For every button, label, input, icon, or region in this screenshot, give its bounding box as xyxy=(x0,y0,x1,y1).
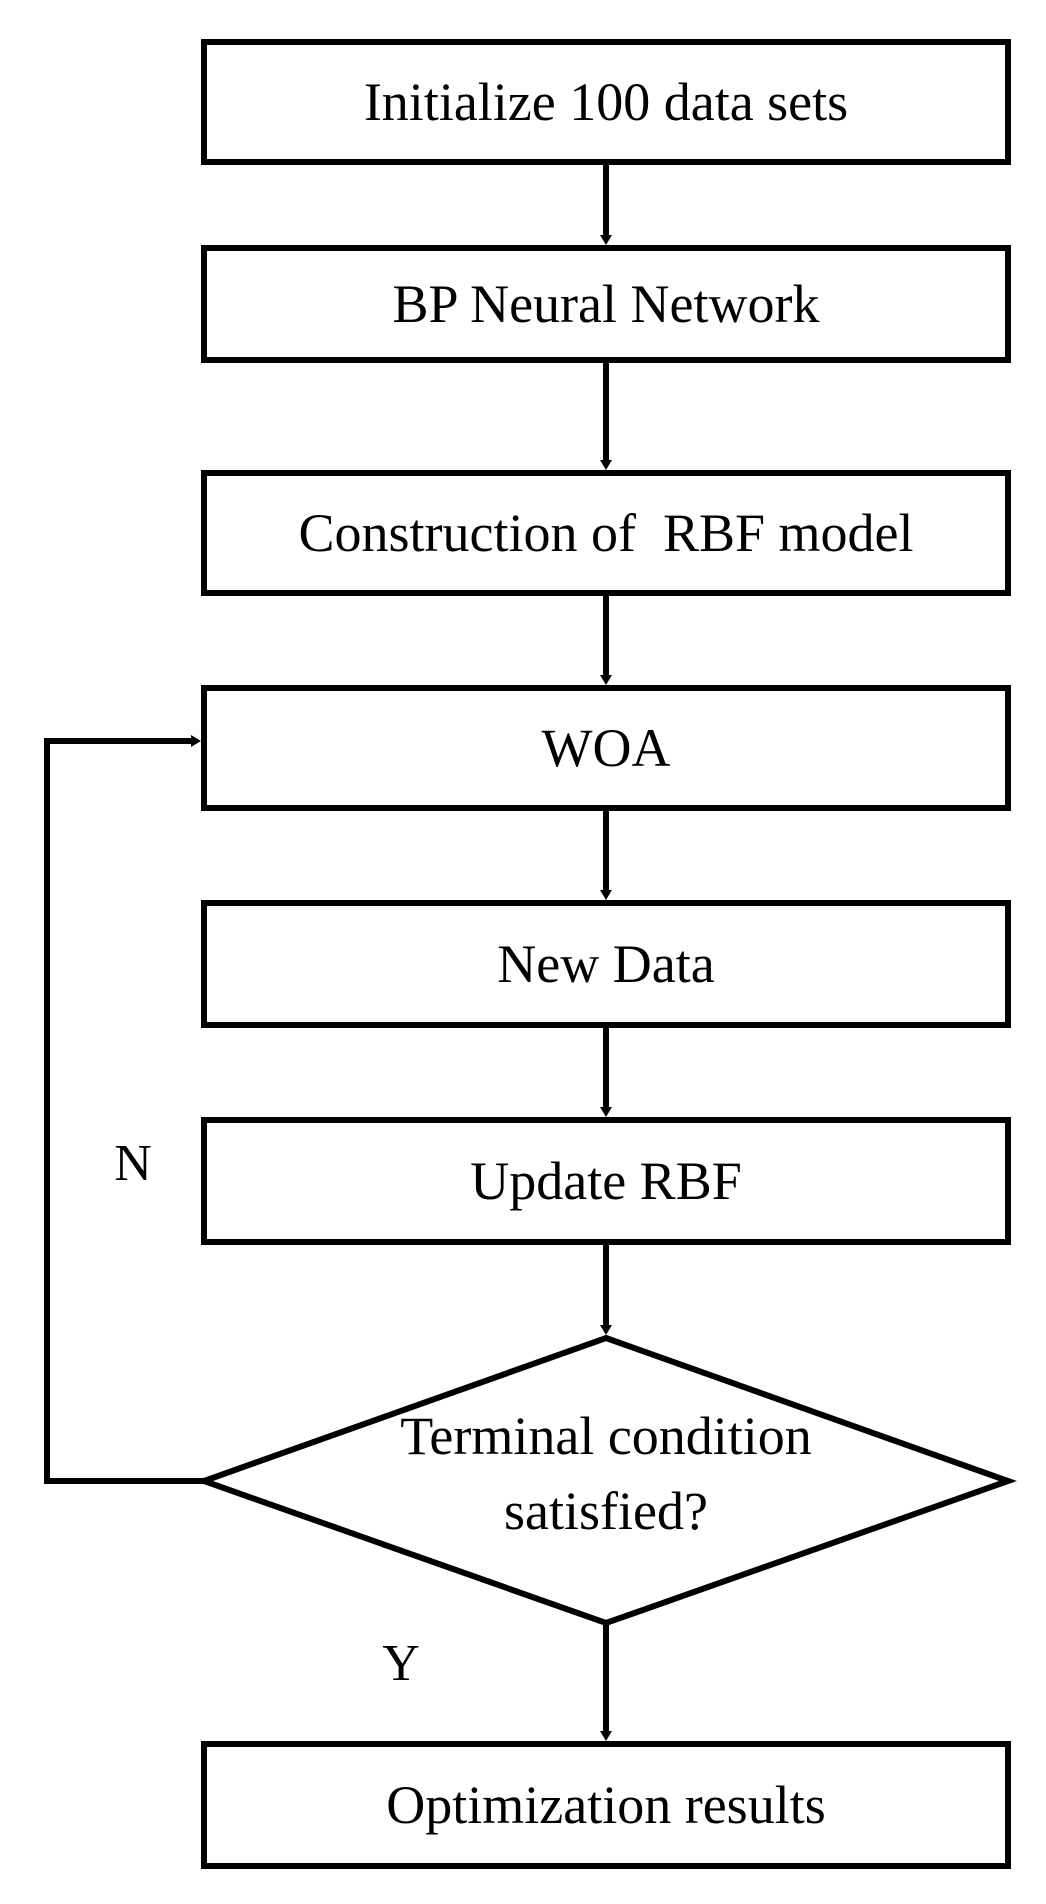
node-box-init[interactable] xyxy=(201,39,1011,165)
edge-label-no: N xyxy=(114,1135,152,1192)
node-label-init: Initialize 100 data sets xyxy=(363,71,849,132)
node-label-woa: WOA xyxy=(541,717,671,778)
node-box-bpnn[interactable] xyxy=(201,245,1011,363)
node-label-new-data: New Data xyxy=(497,933,715,994)
node-label-bpnn: BP Neural Network xyxy=(392,273,820,334)
node-label-decision-line1: Terminal condition xyxy=(400,1405,812,1466)
node-label-decision-line2: satisfied? xyxy=(504,1480,708,1541)
node-box-woa[interactable] xyxy=(201,685,1011,811)
node-box-update-rbf[interactable] xyxy=(201,1117,1011,1245)
edge-label-yes: Y xyxy=(382,1635,420,1692)
node-label-update-rbf: Update RBF xyxy=(470,1150,742,1211)
node-label-results: Optimization results xyxy=(386,1774,826,1835)
node-box-results[interactable] xyxy=(201,1741,1011,1869)
arrow-decision-no-to-woa xyxy=(44,735,204,1484)
node-label-rbf: Construction of RBF model xyxy=(298,502,914,563)
